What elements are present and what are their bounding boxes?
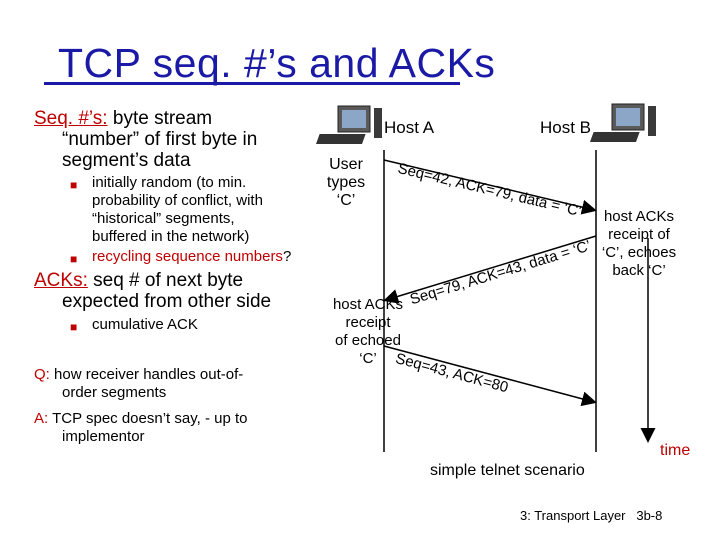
time-label: time xyxy=(660,442,691,459)
user-types-note: User types ‘C’ xyxy=(326,156,366,209)
seq-text: byte stream xyxy=(112,108,213,129)
message-arrow-3 xyxy=(383,345,597,407)
computer-icon xyxy=(315,105,382,144)
bullet-1-line-3: “historical” segments, xyxy=(92,210,235,227)
slide-footer: 3: Transport Layer 3b-8 xyxy=(520,508,663,523)
host-b-ack-note: host ACKs receipt of ‘C’, echoes back ‘C… xyxy=(601,208,677,279)
bullet-2: recycling sequence numbers? xyxy=(92,248,292,265)
message-arrow-1 xyxy=(383,159,597,215)
host-b-label: Host B xyxy=(540,118,592,137)
answer-line-1: A: TCP spec doesn’t say, - up to xyxy=(34,410,248,427)
bullet-3: cumulative ACK xyxy=(92,316,198,333)
answer-line-2: implementor xyxy=(62,428,145,445)
message-arrow-2 xyxy=(383,235,597,304)
ack-definition-line-1: ACKs: seq # of next byte xyxy=(34,270,243,291)
ack-definition-line-2: expected from other side xyxy=(62,291,272,312)
question-line-1: Q: how receiver handles out-of- xyxy=(34,366,244,383)
question-line-2: order segments xyxy=(62,384,167,401)
bullet-1-line-2: probability of conflict, with xyxy=(92,192,263,209)
bullet-1-line-1: initially random (to min. xyxy=(92,174,247,191)
seq-definition-line-1: Seq. #’s: byte stream xyxy=(34,108,212,129)
square-bullet-icon: ■ xyxy=(70,320,78,334)
ack-text: seq # of next byte xyxy=(93,270,244,291)
host-a-ack-note: host ACKs receipt of echoed ‘C’ xyxy=(332,296,404,367)
slide-title: TCP seq. #’s and ACKs xyxy=(58,40,496,86)
bullet-1-line-4: buffered in the network) xyxy=(92,228,250,245)
title-underline xyxy=(44,82,460,85)
seq-definition-line-2: “number” of first byte in xyxy=(62,129,258,150)
host-a-label: Host A xyxy=(384,118,435,137)
seq-definition-line-3: segment’s data xyxy=(62,150,191,171)
square-bullet-icon: ■ xyxy=(70,178,78,192)
computer-icon xyxy=(589,103,656,142)
square-bullet-icon: ■ xyxy=(70,252,78,266)
diagram-caption: simple telnet scenario xyxy=(430,462,585,479)
ack-label: ACKs: xyxy=(34,270,88,291)
seq-label: Seq. #’s: xyxy=(34,108,108,129)
